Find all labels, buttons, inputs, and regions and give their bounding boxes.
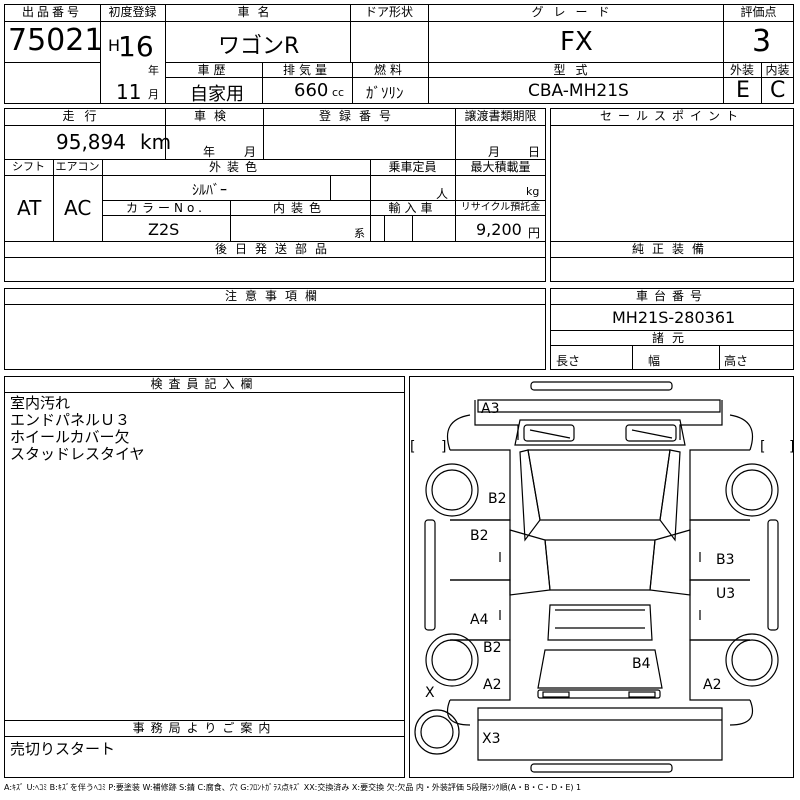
fuel-label: 燃料 <box>373 63 406 77</box>
int-score: C <box>770 78 786 103</box>
damage-mark: A2 <box>703 677 721 693</box>
sales-point-label: セールスポイント <box>599 109 744 123</box>
transfer-label: 譲渡書類期限 <box>464 109 537 123</box>
damage-mark: A2 <box>483 677 501 693</box>
first-reg-label: 初度登録 <box>108 5 157 19</box>
ext-color: ｼﾙﾊﾞｰ <box>192 183 227 199</box>
capacity-unit: 人 <box>436 187 449 201</box>
length-label: 長さ <box>556 354 581 368</box>
history: 自家用 <box>190 84 244 105</box>
damage-mark: B3 <box>716 552 735 568</box>
mileage-unit: km <box>140 130 172 154</box>
grade-label: グレード <box>531 5 620 19</box>
top-table <box>4 4 794 104</box>
max-load-unit: kg <box>526 185 540 198</box>
reg-month: 11 <box>116 80 142 104</box>
damage-mark: B4 <box>632 656 651 672</box>
dims-label: 諸元 <box>651 331 692 345</box>
legend-text: A:ｷｽﾞ U:ﾍｺﾐ B:ｷｽﾞを伴うﾍｺﾐ P:要塗装 W:補修跡 S:錆 … <box>4 783 582 792</box>
sales-point-box <box>550 108 794 282</box>
month-unit: 月 <box>148 88 159 101</box>
bracket-mark: [ <box>410 439 415 455</box>
ext-color-label: 外装色 <box>208 160 263 174</box>
displacement-label: 排気量 <box>282 63 331 77</box>
score-label: 評価点 <box>740 5 777 19</box>
history-label: 車歴 <box>197 63 230 77</box>
inspector-line: エンドパネルＵ３ <box>10 411 131 429</box>
caution-label: 注意事項欄 <box>224 289 325 303</box>
door-label: ドア形状 <box>364 5 413 19</box>
recycle-label: リサイクル預託金 <box>460 202 541 213</box>
inspector-line: 室内汚れ <box>10 394 71 412</box>
int-color-unit: 系 <box>354 227 365 240</box>
shift-label: シフト <box>12 160 45 173</box>
score: 3 <box>752 24 772 59</box>
car-name-label: 車名 <box>237 5 278 19</box>
ac-label: エアコン <box>55 160 100 173</box>
displacement-unit: cc <box>332 86 345 99</box>
inspection-month-unit: 月 <box>244 145 257 159</box>
model-label: 型式 <box>553 63 598 77</box>
model: CBA-MH21S <box>528 81 629 101</box>
year-unit: 年 <box>148 64 159 77</box>
ac: AC <box>64 196 92 220</box>
color-no-label: カラーNo. <box>126 201 206 215</box>
office-label: 事務局よりご案内 <box>132 721 277 735</box>
car-name: ワゴンR <box>218 34 300 59</box>
shift: AT <box>17 196 42 220</box>
office-text: 売切りスタート <box>10 740 116 758</box>
capacity-label: 乗車定員 <box>388 160 437 174</box>
chassis-label: 車台番号 <box>635 289 708 303</box>
damage-mark: B2 <box>470 528 489 544</box>
damage-diagram-box <box>409 376 794 778</box>
mileage-label: 走行 <box>62 109 107 123</box>
inspector-line: ホイールカバー欠 <box>10 428 130 446</box>
reg-no-label: 登録番号 <box>318 109 399 123</box>
int-color-label: 内装色 <box>272 201 327 215</box>
office-box <box>4 720 405 778</box>
chassis-no: MH21S-280361 <box>612 308 736 327</box>
mileage: 95,894 <box>56 130 126 154</box>
damage-mark: B2 <box>488 491 507 507</box>
damage-mark: X <box>425 685 435 701</box>
reg-year: 16 <box>118 30 154 63</box>
transfer-month-unit: 月 <box>488 145 501 159</box>
bracket-mark: ] <box>441 439 446 455</box>
later-parts-label: 後日発送部品 <box>214 242 335 256</box>
genuine-label: 純正装備 <box>631 242 712 256</box>
bracket-mark: [ <box>760 439 765 455</box>
damage-mark: U3 <box>716 586 735 602</box>
int-label: 内装 <box>765 63 790 77</box>
inspector-label: 検査員記入欄 <box>150 377 259 391</box>
inspection-label: 車検 <box>193 109 234 123</box>
inspection-year-unit: 年 <box>203 145 216 159</box>
detail-table <box>4 108 546 282</box>
era: H <box>108 36 121 55</box>
color-no: Z2S <box>148 220 180 239</box>
chassis-box <box>550 288 794 370</box>
lot-no-label: 出品番号 <box>21 5 82 19</box>
lot-no: 75021 <box>8 23 104 58</box>
recycle-unit: 円 <box>528 226 541 240</box>
damage-mark: A4 <box>470 612 489 628</box>
grade: FX <box>560 27 593 57</box>
bracket-mark: ] <box>789 439 794 455</box>
damage-mark: B2 <box>483 640 502 656</box>
fuel: ｶﾞｿﾘﾝ <box>366 84 404 102</box>
ext-score: E <box>736 78 750 103</box>
damage-mark: A3 <box>481 401 499 417</box>
ext-label: 外装 <box>729 63 754 77</box>
transfer-day-unit: 日 <box>528 145 541 159</box>
damage-mark: X3 <box>482 731 501 747</box>
caution-box <box>4 288 546 370</box>
height-label: 高さ <box>724 354 749 368</box>
import-label: 輸入車 <box>388 201 437 215</box>
max-load-label: 最大積載量 <box>470 160 531 174</box>
inspector-line: スタッドレスタイヤ <box>10 445 145 463</box>
width-label: 幅 <box>648 354 661 368</box>
recycle: 9,200 <box>476 220 522 239</box>
displacement: 660 <box>294 80 329 101</box>
